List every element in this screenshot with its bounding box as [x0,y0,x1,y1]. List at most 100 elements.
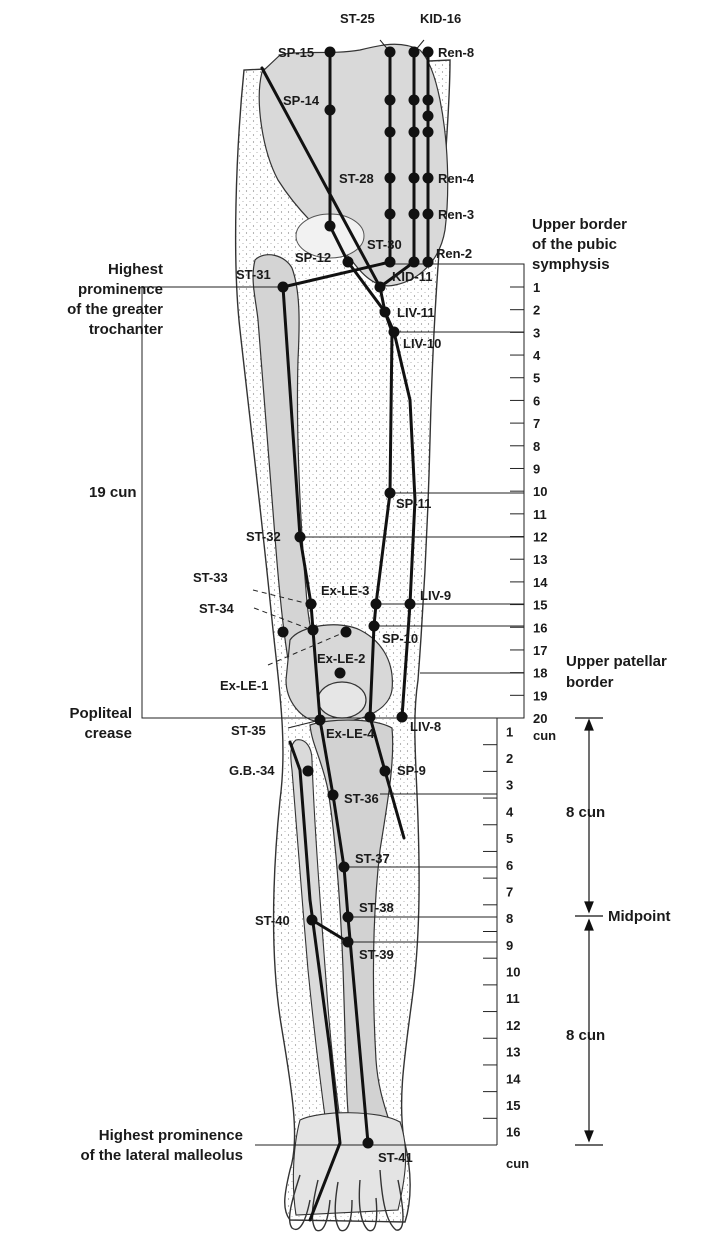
patellar-border-label: Upper patellar border [566,653,667,691]
thigh-tick-label: 7 [533,416,540,431]
label-kid11: KID-11 [392,269,432,284]
point-st28 [385,173,396,184]
label-st39: ST-39 [359,947,394,962]
label-exle2: Ex-LE-2 [317,651,365,666]
label-gb34: G.B.-34 [229,763,275,778]
point-ren2 [423,257,434,268]
thigh-tick-label: 10 [533,484,547,499]
thigh-tick-label: 11 [533,507,547,522]
thigh-tick-label: 9 [533,461,540,476]
label-sp10: SP-10 [382,631,418,646]
label-st34: ST-34 [199,601,234,616]
point-sp11 [385,488,396,499]
leg-tick-label: 10 [506,965,520,980]
popliteal-crease-label: Popliteal crease [69,705,132,742]
point-sp14 [325,105,336,116]
pubic-line-3: symphysis [532,256,610,273]
label-st31: ST-31 [236,267,271,282]
point-st29 [385,209,396,220]
label-sp12: SP-12 [295,250,331,265]
thigh-tick-label: 20 [533,711,547,726]
label-ren3: Ren-3 [438,207,474,222]
point-ren8 [423,47,434,58]
thigh-tick-label: 6 [533,393,540,408]
point-st27 [385,127,396,138]
popliteal-line-1: Popliteal [69,705,132,722]
thigh-tick-label: 1 [533,280,540,295]
leg-tick-label: 11 [506,991,520,1006]
leg-tick-label: 4 [506,804,514,819]
midpoint-label: Midpoint [608,908,670,925]
label-st41: ST-41 [378,1150,413,1165]
thigh-tick-label: 3 [533,325,540,340]
point-kid14 [409,127,420,138]
label-liv9: LIV-9 [420,588,451,603]
point-st37 [339,862,350,873]
pubic-symphysis-label: Upper border of the pubic symphysis [532,216,627,273]
leg-tick-label: 3 [506,778,513,793]
label-sp15: SP-15 [278,45,314,60]
label-liv11: LIV-11 [397,305,435,320]
label-st38: ST-38 [359,900,394,915]
point-ren6 [423,111,434,122]
point-st41 [363,1138,374,1149]
leg-tick-label: 7 [506,884,513,899]
thigh-tick-label: 5 [533,371,540,386]
thigh-tick-label: 8 [533,439,540,454]
point-st32 [295,532,306,543]
trochanter-line-1: Highest [108,261,163,278]
point-kid15 [409,95,420,106]
point-st34 [308,625,319,636]
label-sp14: SP-14 [283,93,320,108]
point-st30 [385,257,396,268]
malleolus-line-1: Highest prominence [99,1127,243,1144]
label-st25: ST-25 [340,11,375,26]
label-st36: ST-36 [344,791,379,806]
thigh-tick-label: 14 [533,575,548,590]
point-ren4 [423,173,434,184]
label-st33: ST-33 [193,570,228,585]
patellar-line-1: Upper patellar [566,653,667,670]
label-liv8: LIV-8 [410,719,441,734]
point-liv8 [397,712,408,723]
label-ren8: Ren-8 [438,45,474,60]
thigh-tick-label: 2 [533,303,540,318]
point-liv10 [389,327,400,338]
leg-tick-label: 13 [506,1045,520,1060]
point-liv9 [405,599,416,610]
label-sp11: SP-11 [396,496,431,511]
lateral-malleolus-label: Highest prominence of the lateral malleo… [80,1127,243,1164]
label-st32: ST-32 [246,529,281,544]
point-sp12 [343,257,354,268]
leg-tick-label: 16 [506,1125,520,1140]
point-exle3 [371,599,382,610]
trochanter-line-4: trochanter [89,321,163,338]
point-gb34 [303,766,314,777]
label-st28: ST-28 [339,171,374,186]
point-sp13 [325,221,336,232]
point-kid13 [409,173,420,184]
leg-tick-label: 1 [506,724,513,739]
cun-dimension-arrows [575,718,603,1145]
point-st35 [315,715,326,726]
leg-tick-label: 14 [506,1071,521,1086]
label-st40: ST-40 [255,913,290,928]
label-liv10: LIV-10 [403,336,441,351]
point-st26 [385,95,396,106]
thigh-tick-label: 18 [533,666,547,681]
point-st31 [278,282,289,293]
label-st35: ST-35 [231,723,266,738]
point-st25 [385,47,396,58]
point-ren5 [423,127,434,138]
thigh-tick-label: 4 [533,348,541,363]
leg-tick-label: 15 [506,1098,520,1113]
leg-tick-label: 9 [506,938,513,953]
label-ren2: Ren-2 [436,246,472,261]
greater-trochanter-label: Highest prominence of the greater trocha… [67,261,163,338]
point-ren7 [423,95,434,106]
pubic-line-1: Upper border [532,216,627,233]
malleolus-line-2: of the lateral malleolus [80,1147,243,1164]
patella [318,682,366,718]
